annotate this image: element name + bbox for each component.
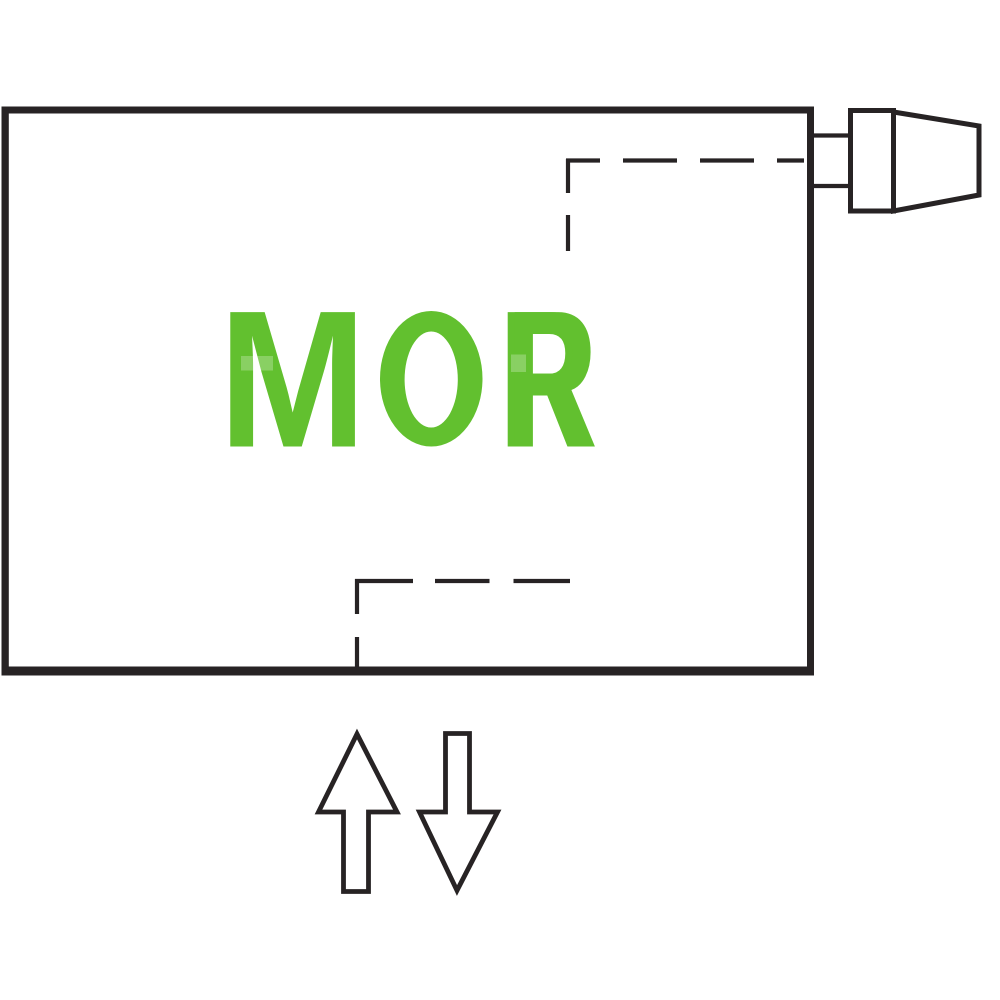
svg-text:M: M: [218, 270, 366, 488]
svg-text:R: R: [506, 270, 597, 488]
svg-text:R: R: [499, 270, 590, 488]
